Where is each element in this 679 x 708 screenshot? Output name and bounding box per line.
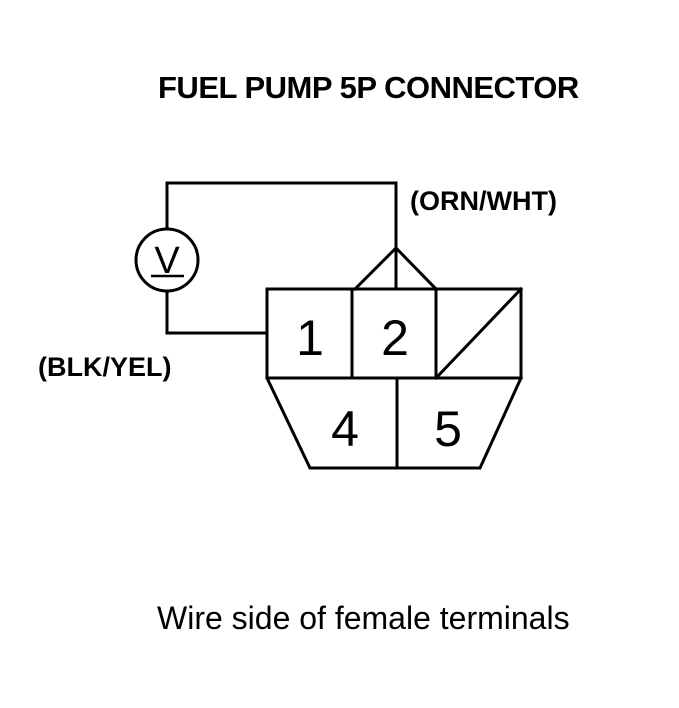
test-lead-wire xyxy=(165,181,398,250)
voltmeter-icon: V xyxy=(134,227,200,293)
diagram-title: FUEL PUMP 5P CONNECTOR xyxy=(158,70,579,105)
wire-color-label-orn-wht: (ORN/WHT) xyxy=(410,186,557,216)
terminal-number-5: 5 xyxy=(434,401,462,457)
connector-lower-row xyxy=(264,375,523,470)
terminal-number-1: 1 xyxy=(296,310,324,366)
connector-upper-row xyxy=(265,287,523,380)
diagram-caption: Wire side of female terminals xyxy=(157,600,570,636)
empty-cavity-slash-icon xyxy=(433,286,524,381)
terminal-number-2: 2 xyxy=(381,310,409,366)
wire-color-label-blk-yel: (BLK/YEL) xyxy=(38,352,172,382)
test-lead-wire-lower xyxy=(165,278,269,335)
terminal-number-4: 4 xyxy=(331,401,359,457)
